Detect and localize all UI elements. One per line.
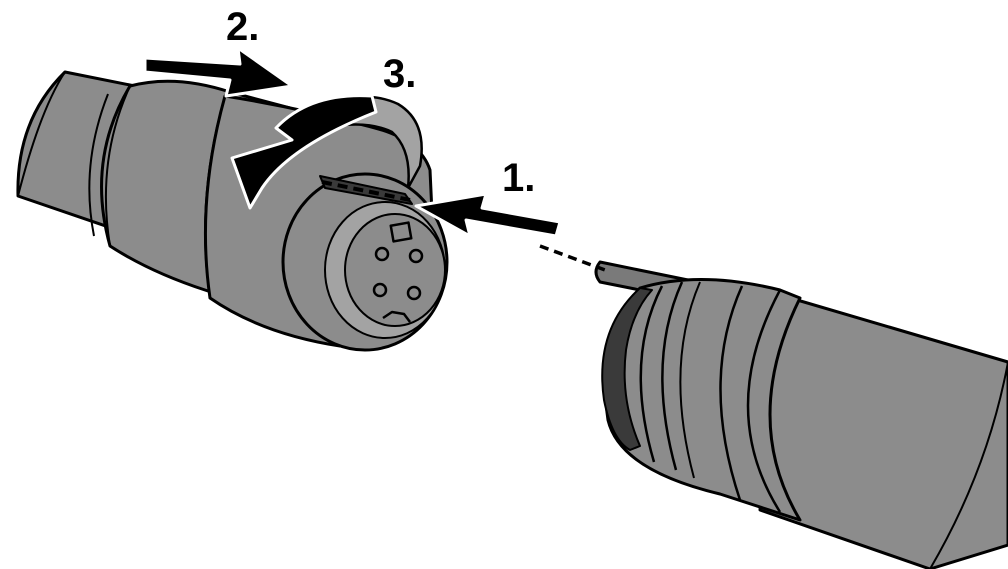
- step-label-3: 3.: [383, 52, 416, 96]
- coupling-ring-edge: [204, 95, 226, 299]
- left-cable-end: [17, 71, 66, 197]
- right-cable-end: [929, 361, 1008, 569]
- rotate-arrow-icon: [230, 94, 423, 210]
- plug-ring-2: [661, 281, 684, 471]
- step-label-2: 2.: [226, 5, 259, 49]
- step1-arrow-shape: [414, 192, 562, 238]
- arrow-left-icon: [414, 192, 562, 238]
- pin-hole-3: [372, 282, 388, 298]
- step-label-1: 1.: [502, 156, 535, 200]
- plug-ring-4: [719, 285, 744, 501]
- rear-housing-ridge: [104, 85, 131, 247]
- rear-housing-shadow: [88, 93, 109, 237]
- socket-key-notch: [382, 310, 411, 323]
- male-connector: [594, 260, 1008, 569]
- pin-hole-2: [408, 248, 424, 264]
- plug-rear-band: [746, 289, 782, 513]
- alignment-dashed-line-right: [539, 244, 606, 272]
- connector-socket-face: [344, 213, 446, 327]
- right-cable-body: [758, 290, 1008, 569]
- plug-front-band: [601, 287, 653, 451]
- pin-hole-1: [374, 246, 390, 262]
- step2-arrow-shape: [143, 46, 294, 98]
- plug-ring-3: [679, 281, 701, 479]
- arrow-right-icon: [143, 46, 294, 98]
- square-pin-hole: [389, 221, 413, 243]
- plug-ring-1: [639, 285, 664, 463]
- pin-hole-4: [406, 285, 422, 301]
- step3-arrow-shape: [230, 94, 378, 210]
